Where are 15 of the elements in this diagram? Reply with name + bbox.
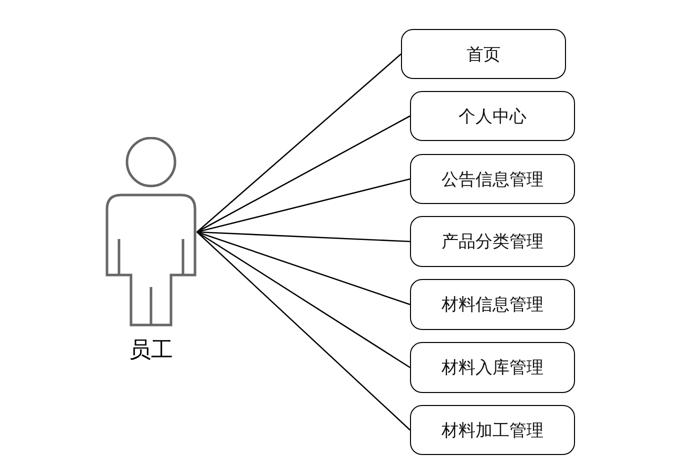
use-case-box: 材料加工管理 <box>410 405 575 455</box>
association-line <box>196 231 410 368</box>
use-case-box: 公告信息管理 <box>410 154 575 204</box>
use-case-box: 产品分类管理 <box>410 216 575 267</box>
use-case-box: 个人中心 <box>410 91 575 141</box>
association-line <box>196 115 410 233</box>
actor-name: 员工 <box>128 337 174 365</box>
association-line <box>196 178 410 233</box>
association-line <box>196 231 410 242</box>
association-line <box>196 232 410 430</box>
association-line <box>196 54 402 232</box>
use-case-box: 材料入库管理 <box>410 342 575 393</box>
use-case-box: 材料信息管理 <box>410 279 575 330</box>
use-case-box: 首页 <box>401 29 566 79</box>
association-line <box>196 231 410 306</box>
